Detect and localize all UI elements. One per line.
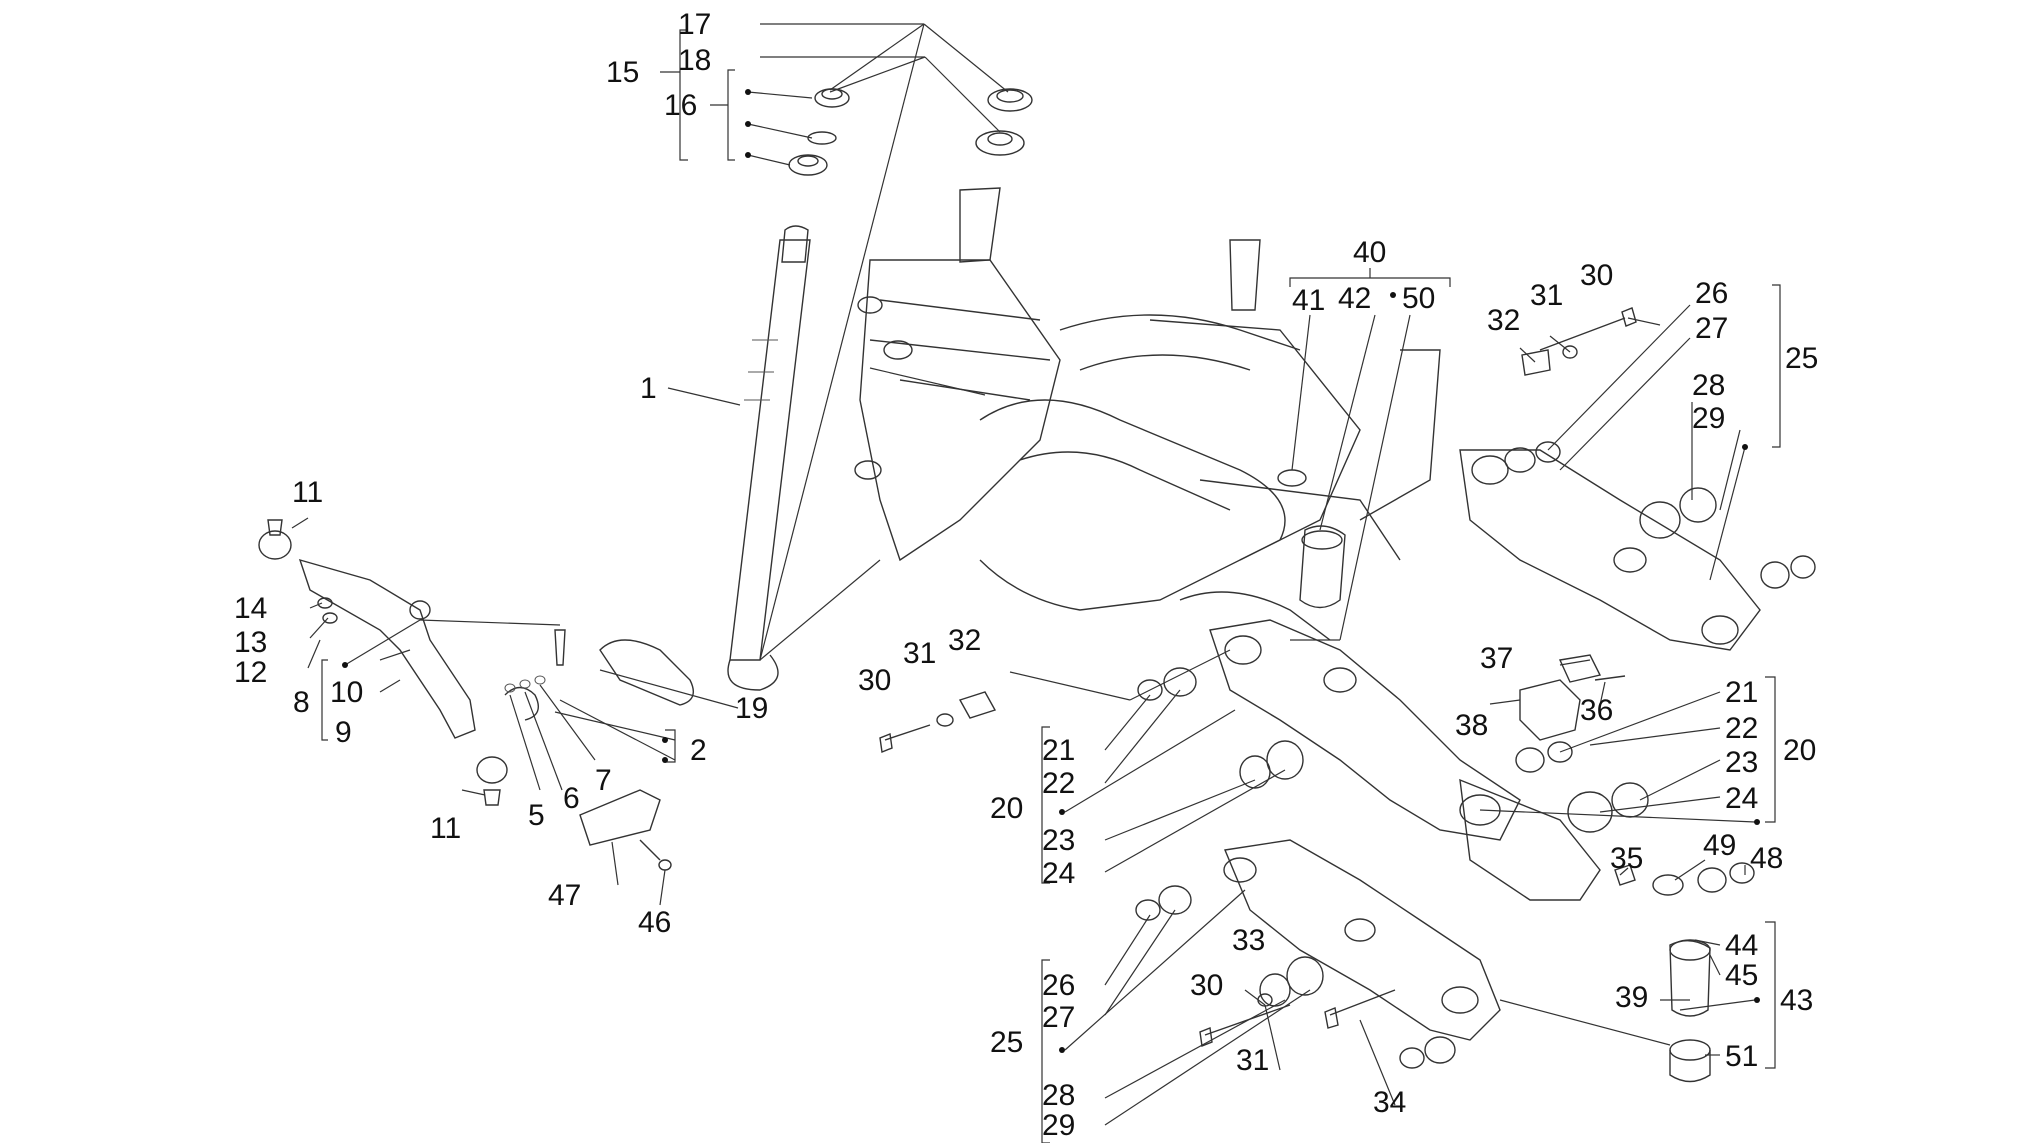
label-7: 7 <box>595 764 612 797</box>
label-19: 19 <box>735 692 768 725</box>
label-28-right: 28 <box>1692 369 1725 402</box>
label-36: 36 <box>1580 694 1613 727</box>
label-38: 38 <box>1455 709 1488 742</box>
label-24-left: 24 <box>1042 857 1075 890</box>
label-27-right: 27 <box>1695 312 1728 345</box>
headset-bearings <box>788 88 1033 176</box>
label-20-right: 20 <box>1783 734 1816 767</box>
label-26-right: 26 <box>1695 277 1728 310</box>
label-22-right: 22 <box>1725 712 1758 745</box>
label-22-left: 22 <box>1042 767 1075 800</box>
label-35: 35 <box>1610 842 1643 875</box>
label-51: 51 <box>1725 1040 1758 1073</box>
label-11-top: 11 <box>292 476 323 509</box>
reference-dots <box>342 89 1760 1053</box>
label-40: 40 <box>1353 236 1386 269</box>
label-31-bottom: 31 <box>1236 1044 1269 1077</box>
label-8: 8 <box>293 686 310 719</box>
label-27-left: 27 <box>1042 1001 1075 1034</box>
label-23-left: 23 <box>1042 824 1075 857</box>
label-18: 18 <box>678 44 711 77</box>
label-1: 1 <box>640 372 657 405</box>
label-47: 47 <box>548 879 581 912</box>
label-21-right: 21 <box>1725 676 1758 709</box>
label-43: 43 <box>1780 984 1813 1017</box>
leader-lines <box>291 23 1781 1143</box>
label-31-top: 31 <box>1530 279 1563 312</box>
label-13: 13 <box>234 626 267 659</box>
label-2: 2 <box>690 734 707 767</box>
label-16: 16 <box>664 89 697 122</box>
label-45: 45 <box>1725 959 1758 992</box>
label-41: 41 <box>1292 284 1325 317</box>
label-11-bottom: 11 <box>430 812 461 845</box>
label-10: 10 <box>330 676 363 709</box>
label-25-right: 25 <box>1785 342 1818 375</box>
label-32-top: 32 <box>1487 304 1520 337</box>
label-48: 48 <box>1750 842 1783 875</box>
label-31-mid: 31 <box>903 637 936 670</box>
steering-tube <box>599 225 811 706</box>
label-30-bottom: 30 <box>1190 969 1223 1002</box>
label-46: 46 <box>638 906 671 939</box>
label-29-right: 29 <box>1692 402 1725 435</box>
label-28-left: 28 <box>1042 1079 1075 1112</box>
label-30-top: 30 <box>1580 259 1613 292</box>
part-number-labels: 1 2 5 6 7 8 9 10 11 11 12 13 14 15 16 17… <box>234 8 1818 1142</box>
label-21-left: 21 <box>1042 734 1075 767</box>
swingarm-links <box>1209 449 1761 1041</box>
side-stand <box>258 519 566 806</box>
label-9: 9 <box>335 716 352 749</box>
label-33: 33 <box>1232 924 1265 957</box>
label-37: 37 <box>1480 642 1513 675</box>
label-20-left: 20 <box>990 792 1023 825</box>
label-14: 14 <box>234 592 267 625</box>
label-25-left: 25 <box>990 1026 1023 1059</box>
label-32-mid: 32 <box>948 624 981 657</box>
label-26-left: 26 <box>1042 969 1075 1002</box>
main-frame <box>854 187 1441 641</box>
label-42: 42 <box>1338 282 1371 315</box>
label-12: 12 <box>234 656 267 689</box>
bearings-and-circlips <box>1135 441 1816 1069</box>
label-39: 39 <box>1615 981 1648 1014</box>
label-5: 5 <box>528 799 545 832</box>
label-49: 49 <box>1703 829 1736 862</box>
label-24-right: 24 <box>1725 782 1758 815</box>
label-23-right: 23 <box>1725 746 1758 779</box>
label-6: 6 <box>563 782 580 815</box>
label-17: 17 <box>678 8 711 41</box>
label-44: 44 <box>1725 929 1758 962</box>
label-29-left: 29 <box>1042 1109 1075 1142</box>
bracket <box>1519 654 1626 741</box>
label-30-mid: 30 <box>858 664 891 697</box>
label-34: 34 <box>1373 1086 1406 1119</box>
cover-and-screw <box>579 789 672 871</box>
label-50: 50 <box>1402 282 1435 315</box>
label-15: 15 <box>606 56 639 89</box>
